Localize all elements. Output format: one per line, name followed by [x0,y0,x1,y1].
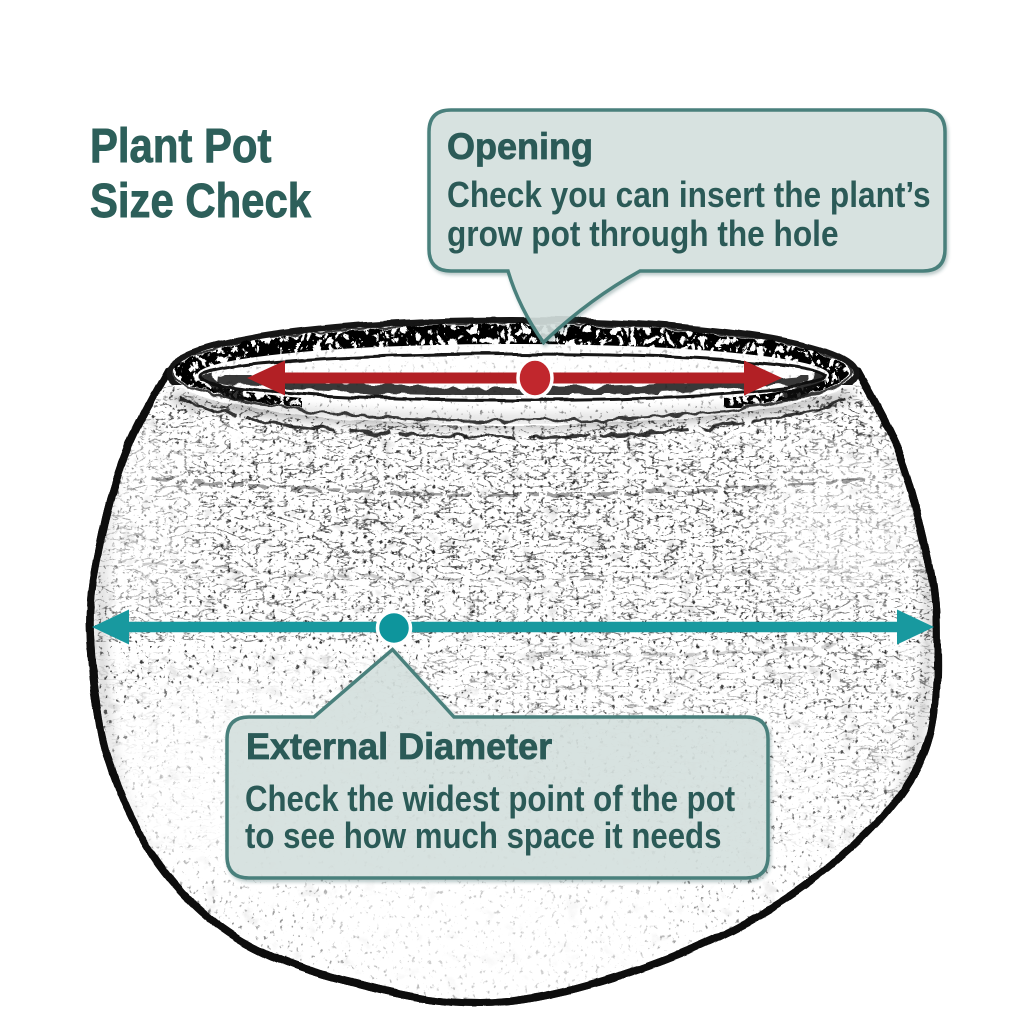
pot-texture-scratch-mid [122,435,902,575]
pot-opening-shadow-right [781,370,827,402]
pot-sketch-line-mid [544,643,836,657]
opening-callout-body: Check you can insert the plant’s grow po… [447,174,931,254]
page-title: Plant Pot Size Check [90,120,312,229]
pot-opening-shadow-left [199,370,245,402]
external-diameter-callout-heading: External Diameter [246,725,553,767]
pot-left-shoulder-shade [155,378,189,446]
pot-sketch-line-lower [119,558,916,582]
external-diameter-arrow-icon [92,609,934,645]
pot-right-shoulder-shade [835,378,869,446]
pot-sketch-line-upper [149,476,881,497]
opening-diameter-arrow-icon [247,360,782,396]
pot-rim-bottom-line [179,396,845,439]
pot-rim [165,317,859,439]
pot-highlight-left [89,430,200,610]
pot-rim-outer-stroke [165,317,859,385]
pot-opening-inner-shadow [217,373,809,397]
external-diameter-callout-body: Check the widest point of the pot to see… [245,778,736,856]
external-diameter-point-marker [375,609,413,647]
opening-point-marker [516,357,554,399]
pot-rim-front-shade [229,402,796,422]
pot-body [80,345,945,1004]
external-diameter-callout-bubble [225,647,770,880]
opening-callout-heading: Opening [447,125,594,167]
opening-callout-bubble [427,108,947,346]
